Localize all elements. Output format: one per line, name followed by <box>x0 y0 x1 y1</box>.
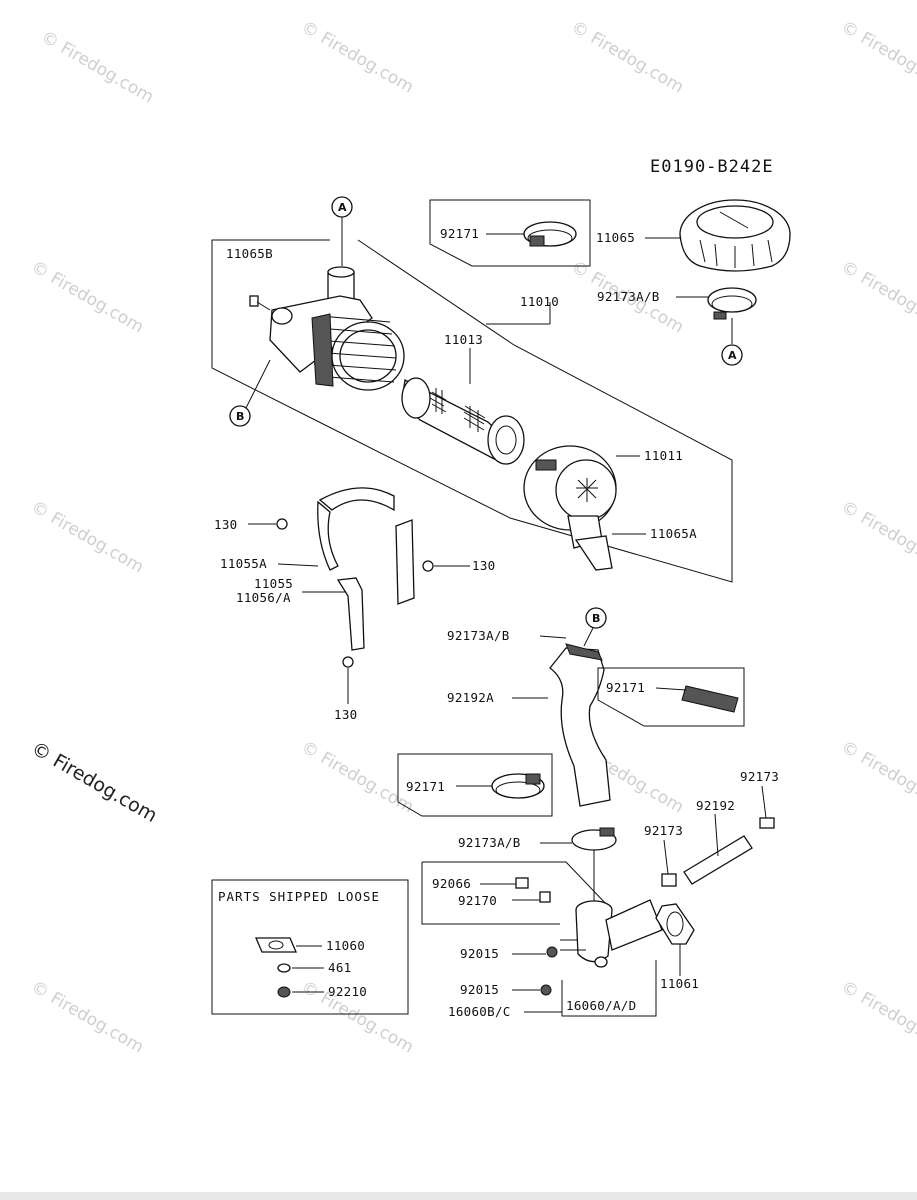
label-92015-a: 92015 <box>460 946 499 961</box>
label-92192A: 92192A <box>447 690 494 705</box>
callout-a-bottom: A <box>721 344 743 366</box>
label-130-a: 130 <box>214 517 237 532</box>
callout-a-top: A <box>331 196 353 266</box>
label-92192: 92192 <box>696 798 735 813</box>
callout-b-mid: B <box>583 607 607 647</box>
label-92173-right: 92173 <box>740 769 779 784</box>
evacuator-valve-11065A <box>567 515 646 571</box>
clamp-92173AB-low <box>540 827 617 902</box>
label-92015-b: 92015 <box>460 982 499 997</box>
label-461: 461 <box>328 960 351 975</box>
label-92173AB-low: 92173A/B <box>458 835 521 850</box>
precleaner-cap-11065 <box>645 199 791 272</box>
watermark: © Firedog.com <box>28 977 147 1058</box>
label-11060: 11060 <box>326 938 365 953</box>
diagram-code: E0190-B242E <box>650 157 774 177</box>
callout-b-top: B <box>229 359 271 427</box>
label-11055: 11055 <box>254 576 293 591</box>
label-92210: 92210 <box>328 984 367 999</box>
assembly-outline-11010 <box>211 239 733 583</box>
watermark-large: © Firedog.com <box>28 737 161 827</box>
parts-shipped-loose-box: PARTS SHIPPED LOOSE <box>211 879 409 1015</box>
label-92171-top: 92171 <box>440 226 479 241</box>
part-labels: 11065B 92171 11065 92173A/B 11010 11013 … <box>214 226 779 1019</box>
air-cleaner-body <box>249 266 405 391</box>
callout-a-label: A <box>728 349 737 362</box>
mounting-band-bracket <box>248 487 470 704</box>
label-130-c: 130 <box>334 707 357 722</box>
label-16060AD: 16060/A/D <box>566 998 636 1013</box>
callout-a-label: A <box>338 201 347 214</box>
label-11013: 11013 <box>444 332 483 347</box>
leader-lines-upper <box>486 302 551 325</box>
label-92170: 92170 <box>458 893 497 908</box>
hardware-small-parts <box>480 877 558 996</box>
label-11010: 11010 <box>520 294 559 309</box>
watermark: © Firedog.com <box>838 977 917 1058</box>
watermark: © Firedog.com <box>838 737 917 818</box>
hose-92192A <box>512 635 611 807</box>
gasket-11061 <box>655 903 695 976</box>
label-11061: 11061 <box>660 976 699 991</box>
watermark: © Firedog.com <box>298 737 417 818</box>
label-11065A: 11065A <box>650 526 697 541</box>
footer-strip <box>0 1192 917 1200</box>
watermark: © Firedog.com <box>838 17 917 98</box>
clamp-92173AB-top <box>676 287 757 344</box>
watermark: © Firedog.com <box>568 17 687 98</box>
watermark: © Firedog.com <box>838 257 917 338</box>
watermark: © Firedog.com <box>838 497 917 578</box>
inset-box-92171-top <box>429 199 591 267</box>
inset-box-92171-mid <box>597 667 745 727</box>
elbow-pipe-16060 <box>421 861 663 968</box>
filter-cover-11011 <box>523 445 640 531</box>
parts-box-title: PARTS SHIPPED LOOSE <box>218 889 380 904</box>
label-92173AB-mid: 92173A/B <box>447 628 510 643</box>
label-11055A: 11055A <box>220 556 267 571</box>
watermark: © Firedog.com <box>28 257 147 338</box>
label-11065B: 11065B <box>226 246 273 261</box>
inset-box-92171-low <box>397 753 553 817</box>
watermark: © Firedog.com <box>38 27 157 108</box>
label-92171-mid: 92171 <box>606 680 645 695</box>
label-11065: 11065 <box>596 230 635 245</box>
label-11011: 11011 <box>644 448 683 463</box>
label-16060BC: 16060B/C <box>448 1004 511 1019</box>
callout-b-label: B <box>236 410 244 423</box>
callout-b-label: B <box>592 612 600 625</box>
label-92171-low: 92171 <box>406 779 445 794</box>
label-11056A: 11056/A <box>236 590 291 605</box>
label-92173AB-top: 92173A/B <box>597 289 660 304</box>
watermark: © Firedog.com <box>28 497 147 578</box>
filter-element-11013 <box>401 348 525 465</box>
label-92066: 92066 <box>432 876 471 891</box>
label-92173-mid: 92173 <box>644 823 683 838</box>
hose-92192 <box>661 785 775 887</box>
watermark: © Firedog.com <box>298 17 417 98</box>
label-130-b: 130 <box>472 558 495 573</box>
bracket-16060-outline <box>524 960 657 1017</box>
